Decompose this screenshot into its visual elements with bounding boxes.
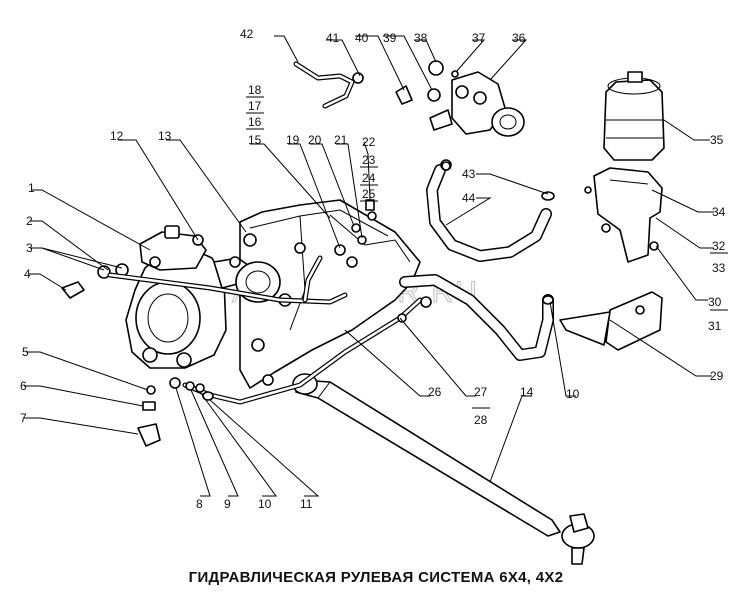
- callout-3: 3: [26, 241, 33, 255]
- callout-44: 44: [462, 191, 476, 205]
- callout-31: 31: [708, 319, 722, 333]
- lower-fittings: [169, 377, 214, 401]
- callout-23: 23: [362, 153, 376, 167]
- callout-33: 33: [712, 261, 726, 275]
- callout-32: 32: [712, 239, 726, 253]
- callout-20: 20: [308, 133, 322, 147]
- callout-36: 36: [512, 31, 526, 45]
- callout-7: 7: [20, 411, 27, 425]
- callout-underlines: [246, 96, 728, 409]
- callout-8: 8: [196, 497, 203, 511]
- callout-35: 35: [710, 133, 724, 147]
- suction-hose: [426, 159, 555, 262]
- oil-reservoir: [603, 71, 665, 161]
- reservoir-clamp-bracket: [559, 167, 663, 351]
- callout-14: 14: [520, 385, 534, 399]
- callout-41: 41: [326, 31, 340, 45]
- callout-43: 43: [462, 167, 476, 181]
- leader-lines: [24, 35, 714, 497]
- callout-29: 29: [710, 369, 724, 383]
- callout-39: 39: [383, 31, 397, 45]
- callout-4: 4: [24, 267, 31, 281]
- callout-22: 22: [362, 135, 376, 149]
- callout-40: 40: [355, 31, 369, 45]
- callout-11: 11: [300, 497, 313, 511]
- callout-12: 12: [110, 129, 124, 143]
- callout-42: 42: [240, 27, 254, 41]
- callout-labels: 1 2 3 4 5 6 7 8 9 10 11 12 13 14 15 16 1…: [20, 27, 726, 511]
- callout-18: 18: [248, 83, 262, 97]
- callout-34: 34: [712, 205, 726, 219]
- callout-16: 16: [248, 115, 262, 129]
- callout-26: 26: [428, 385, 442, 399]
- diagram-caption: ГИДРАВЛИЧЕСКАЯ РУЛЕВАЯ СИСТЕМА 6X4, 4X2: [189, 569, 564, 586]
- callout-13: 13: [158, 129, 172, 143]
- callout-25: 25: [362, 187, 376, 201]
- callout-10-right: 10: [566, 387, 580, 401]
- callout-17: 17: [248, 99, 262, 113]
- callout-5: 5: [22, 345, 29, 359]
- callout-1: 1: [28, 181, 35, 195]
- callout-38: 38: [414, 31, 428, 45]
- center-fittings: [334, 161, 451, 323]
- callout-6: 6: [20, 379, 27, 393]
- pump-pipe: [293, 61, 364, 109]
- power-steering-pump: [395, 60, 525, 137]
- drag-link-rod: [292, 373, 595, 565]
- callout-15: 15: [248, 133, 262, 147]
- callout-2: 2: [26, 214, 33, 228]
- callout-27: 27: [474, 385, 488, 399]
- callout-24: 24: [362, 171, 376, 185]
- callout-28: 28: [474, 413, 488, 427]
- callout-21: 21: [334, 133, 348, 147]
- callout-10-lower: 10: [258, 497, 272, 511]
- callout-30: 30: [708, 295, 722, 309]
- callout-9: 9: [224, 497, 231, 511]
- callout-37: 37: [472, 31, 486, 45]
- callout-19: 19: [286, 133, 300, 147]
